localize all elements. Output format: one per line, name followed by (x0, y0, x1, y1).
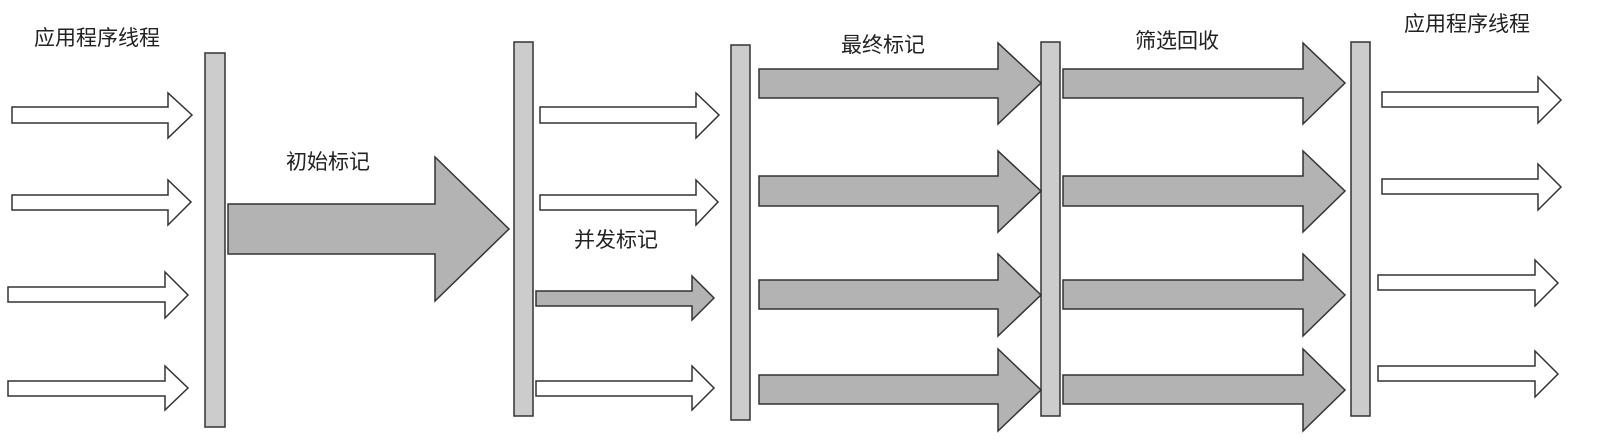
barrier-4 (1040, 41, 1061, 417)
app-thread-arrow (11, 91, 194, 140)
gc-thread-arrow (535, 274, 716, 322)
cleanup-label: 筛选回收 (1135, 29, 1219, 53)
app-thread-arrow (7, 270, 190, 320)
app-thread-arrow (1377, 349, 1560, 399)
safepoint-barriers (204, 41, 1371, 428)
gc-thread-arrow (227, 155, 511, 303)
barrier-3 (730, 44, 751, 421)
gc-thread-arrow (1062, 41, 1347, 126)
app-thread-arrows-after (1377, 75, 1563, 399)
gc-thread-arrow (1062, 149, 1347, 234)
app-thread-arrow (1381, 75, 1563, 125)
app-thread-arrow (11, 178, 193, 227)
app-thread-arrow (535, 364, 716, 412)
app-thread-arrow (7, 364, 190, 412)
app-threads-after-label: 应用程序线程 (1404, 12, 1530, 36)
app-thread-arrow (1381, 162, 1563, 212)
barrier-1 (204, 52, 226, 428)
barrier-5 (1350, 41, 1371, 417)
app-thread-arrow (1377, 258, 1560, 308)
gc-thread-arrow (758, 149, 1043, 234)
app-thread-arrow (539, 178, 720, 227)
gc-thread-arrow (758, 252, 1043, 338)
final-mark-arrows (758, 41, 1043, 433)
barrier-2 (513, 41, 534, 417)
cleanup-arrows (1062, 41, 1347, 433)
initial-mark-arrows (227, 155, 511, 303)
concurrent-mark-label: 并发标记 (574, 228, 658, 252)
final-mark-label: 最终标记 (841, 33, 925, 57)
gc-thread-arrow (1062, 252, 1347, 338)
gc-thread-arrow (1062, 347, 1347, 433)
gc-thread-arrow (758, 41, 1043, 126)
concurrent-mark-arrows (535, 91, 721, 412)
gc-thread-arrow (758, 347, 1043, 433)
app-threads-before-label: 应用程序线程 (34, 26, 160, 50)
app-thread-arrows-before (7, 91, 194, 412)
app-thread-arrow (539, 91, 721, 140)
initial-mark-label: 初始标记 (286, 150, 370, 174)
